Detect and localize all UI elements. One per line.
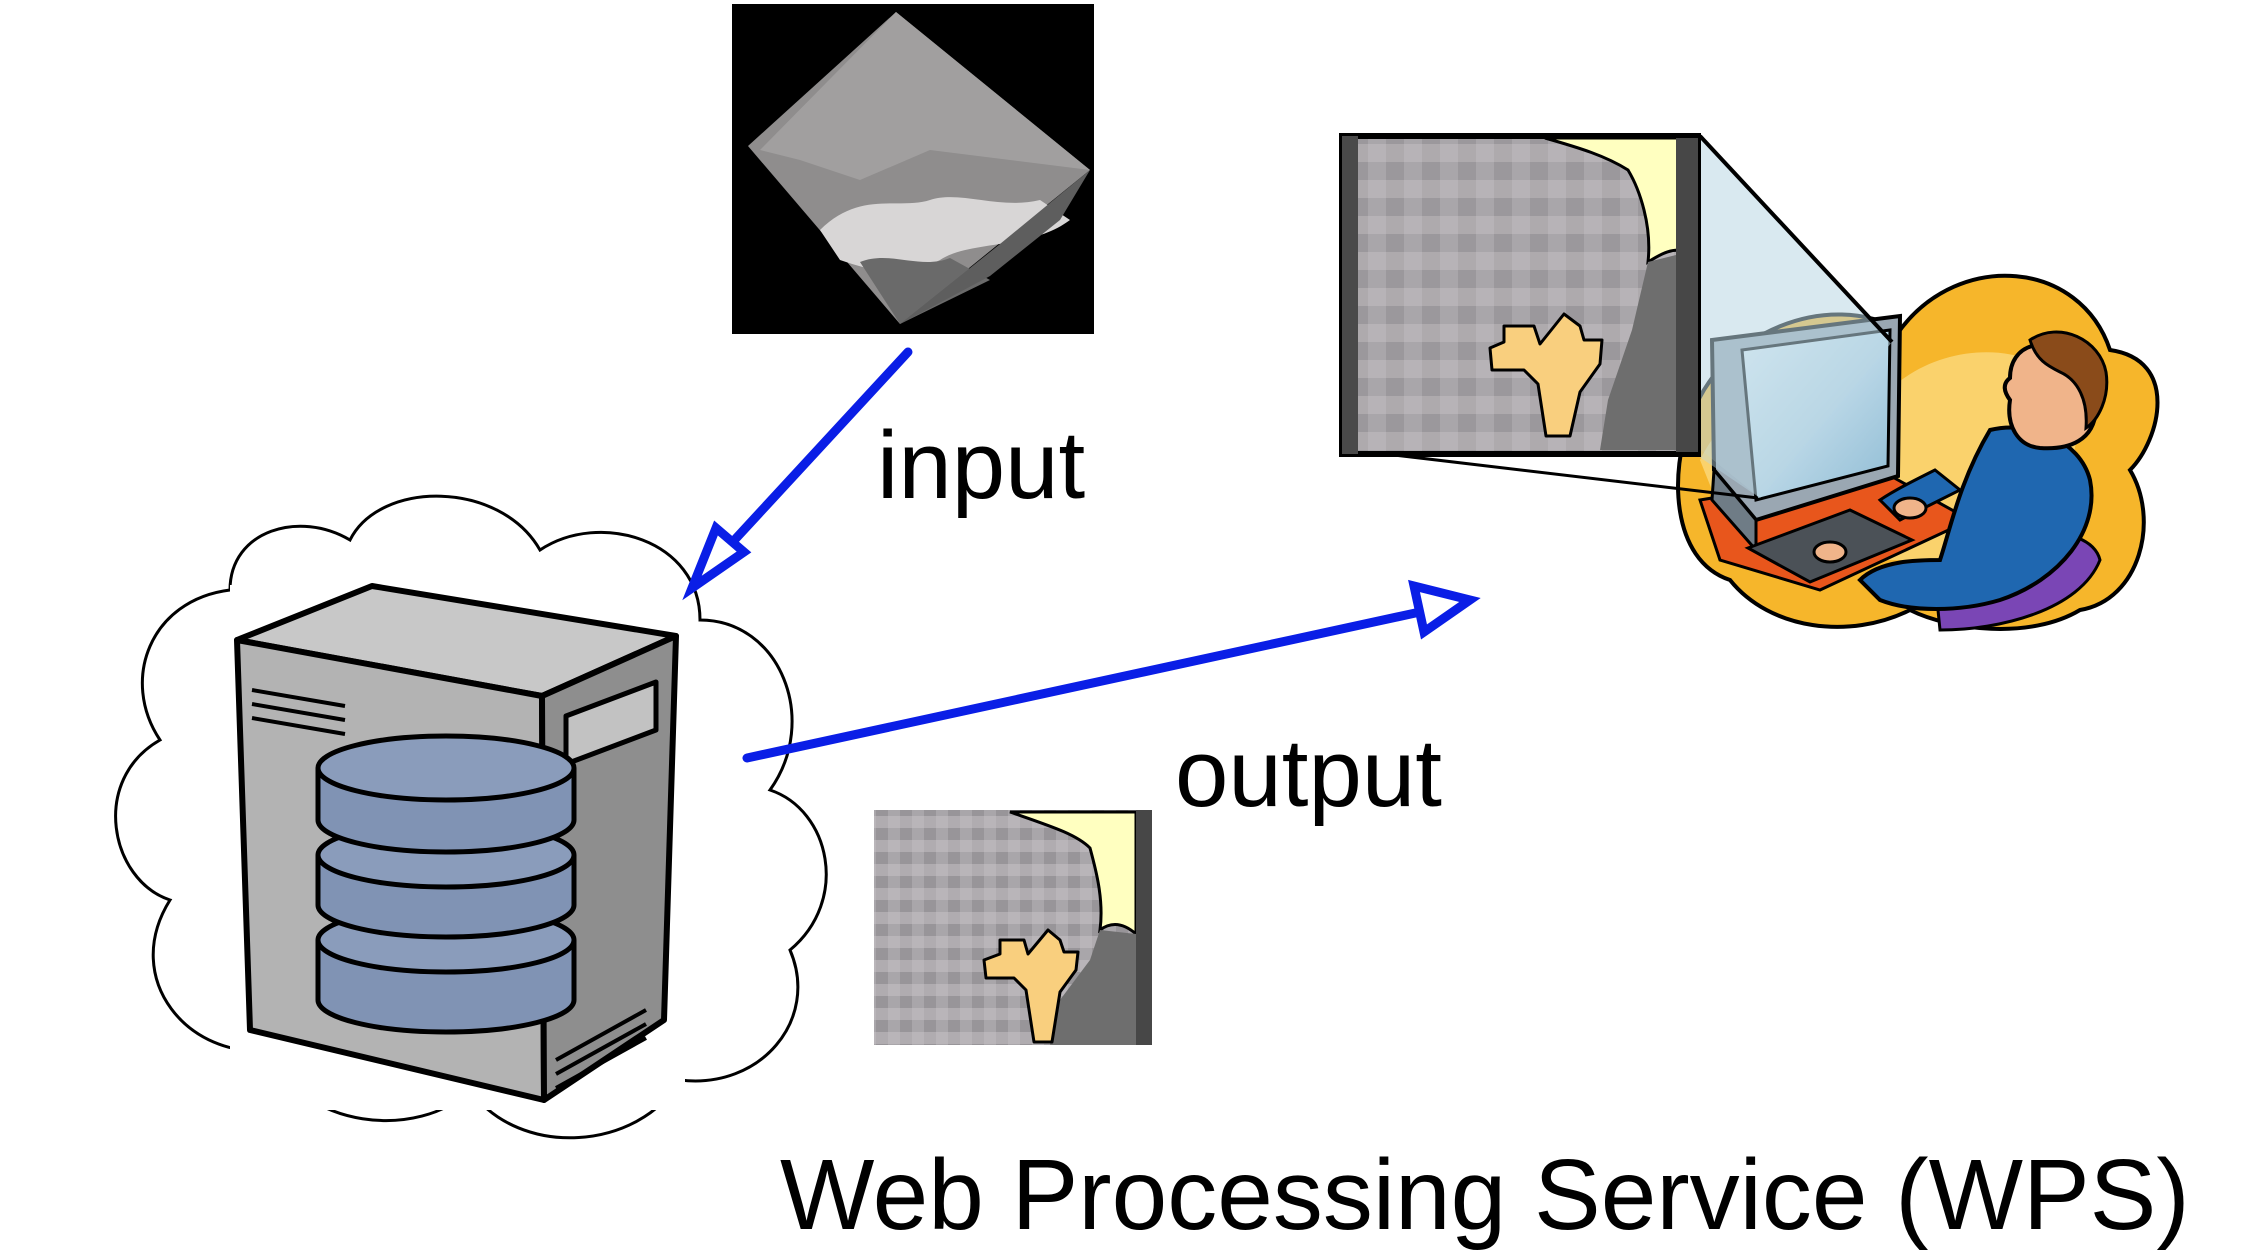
input-arrow xyxy=(682,347,913,601)
satellite-image-icon xyxy=(732,4,1094,334)
processed-map-icon xyxy=(874,810,1152,1045)
input-label: input xyxy=(877,412,1086,519)
database-icon xyxy=(315,733,577,1035)
output-label: output xyxy=(1175,720,1442,827)
output-arrow xyxy=(742,579,1481,763)
diagram-title: Web Processing Service (WPS) xyxy=(780,1139,2190,1251)
enlarged-map-icon xyxy=(1339,133,1701,457)
zoom-projection xyxy=(1351,134,1894,500)
